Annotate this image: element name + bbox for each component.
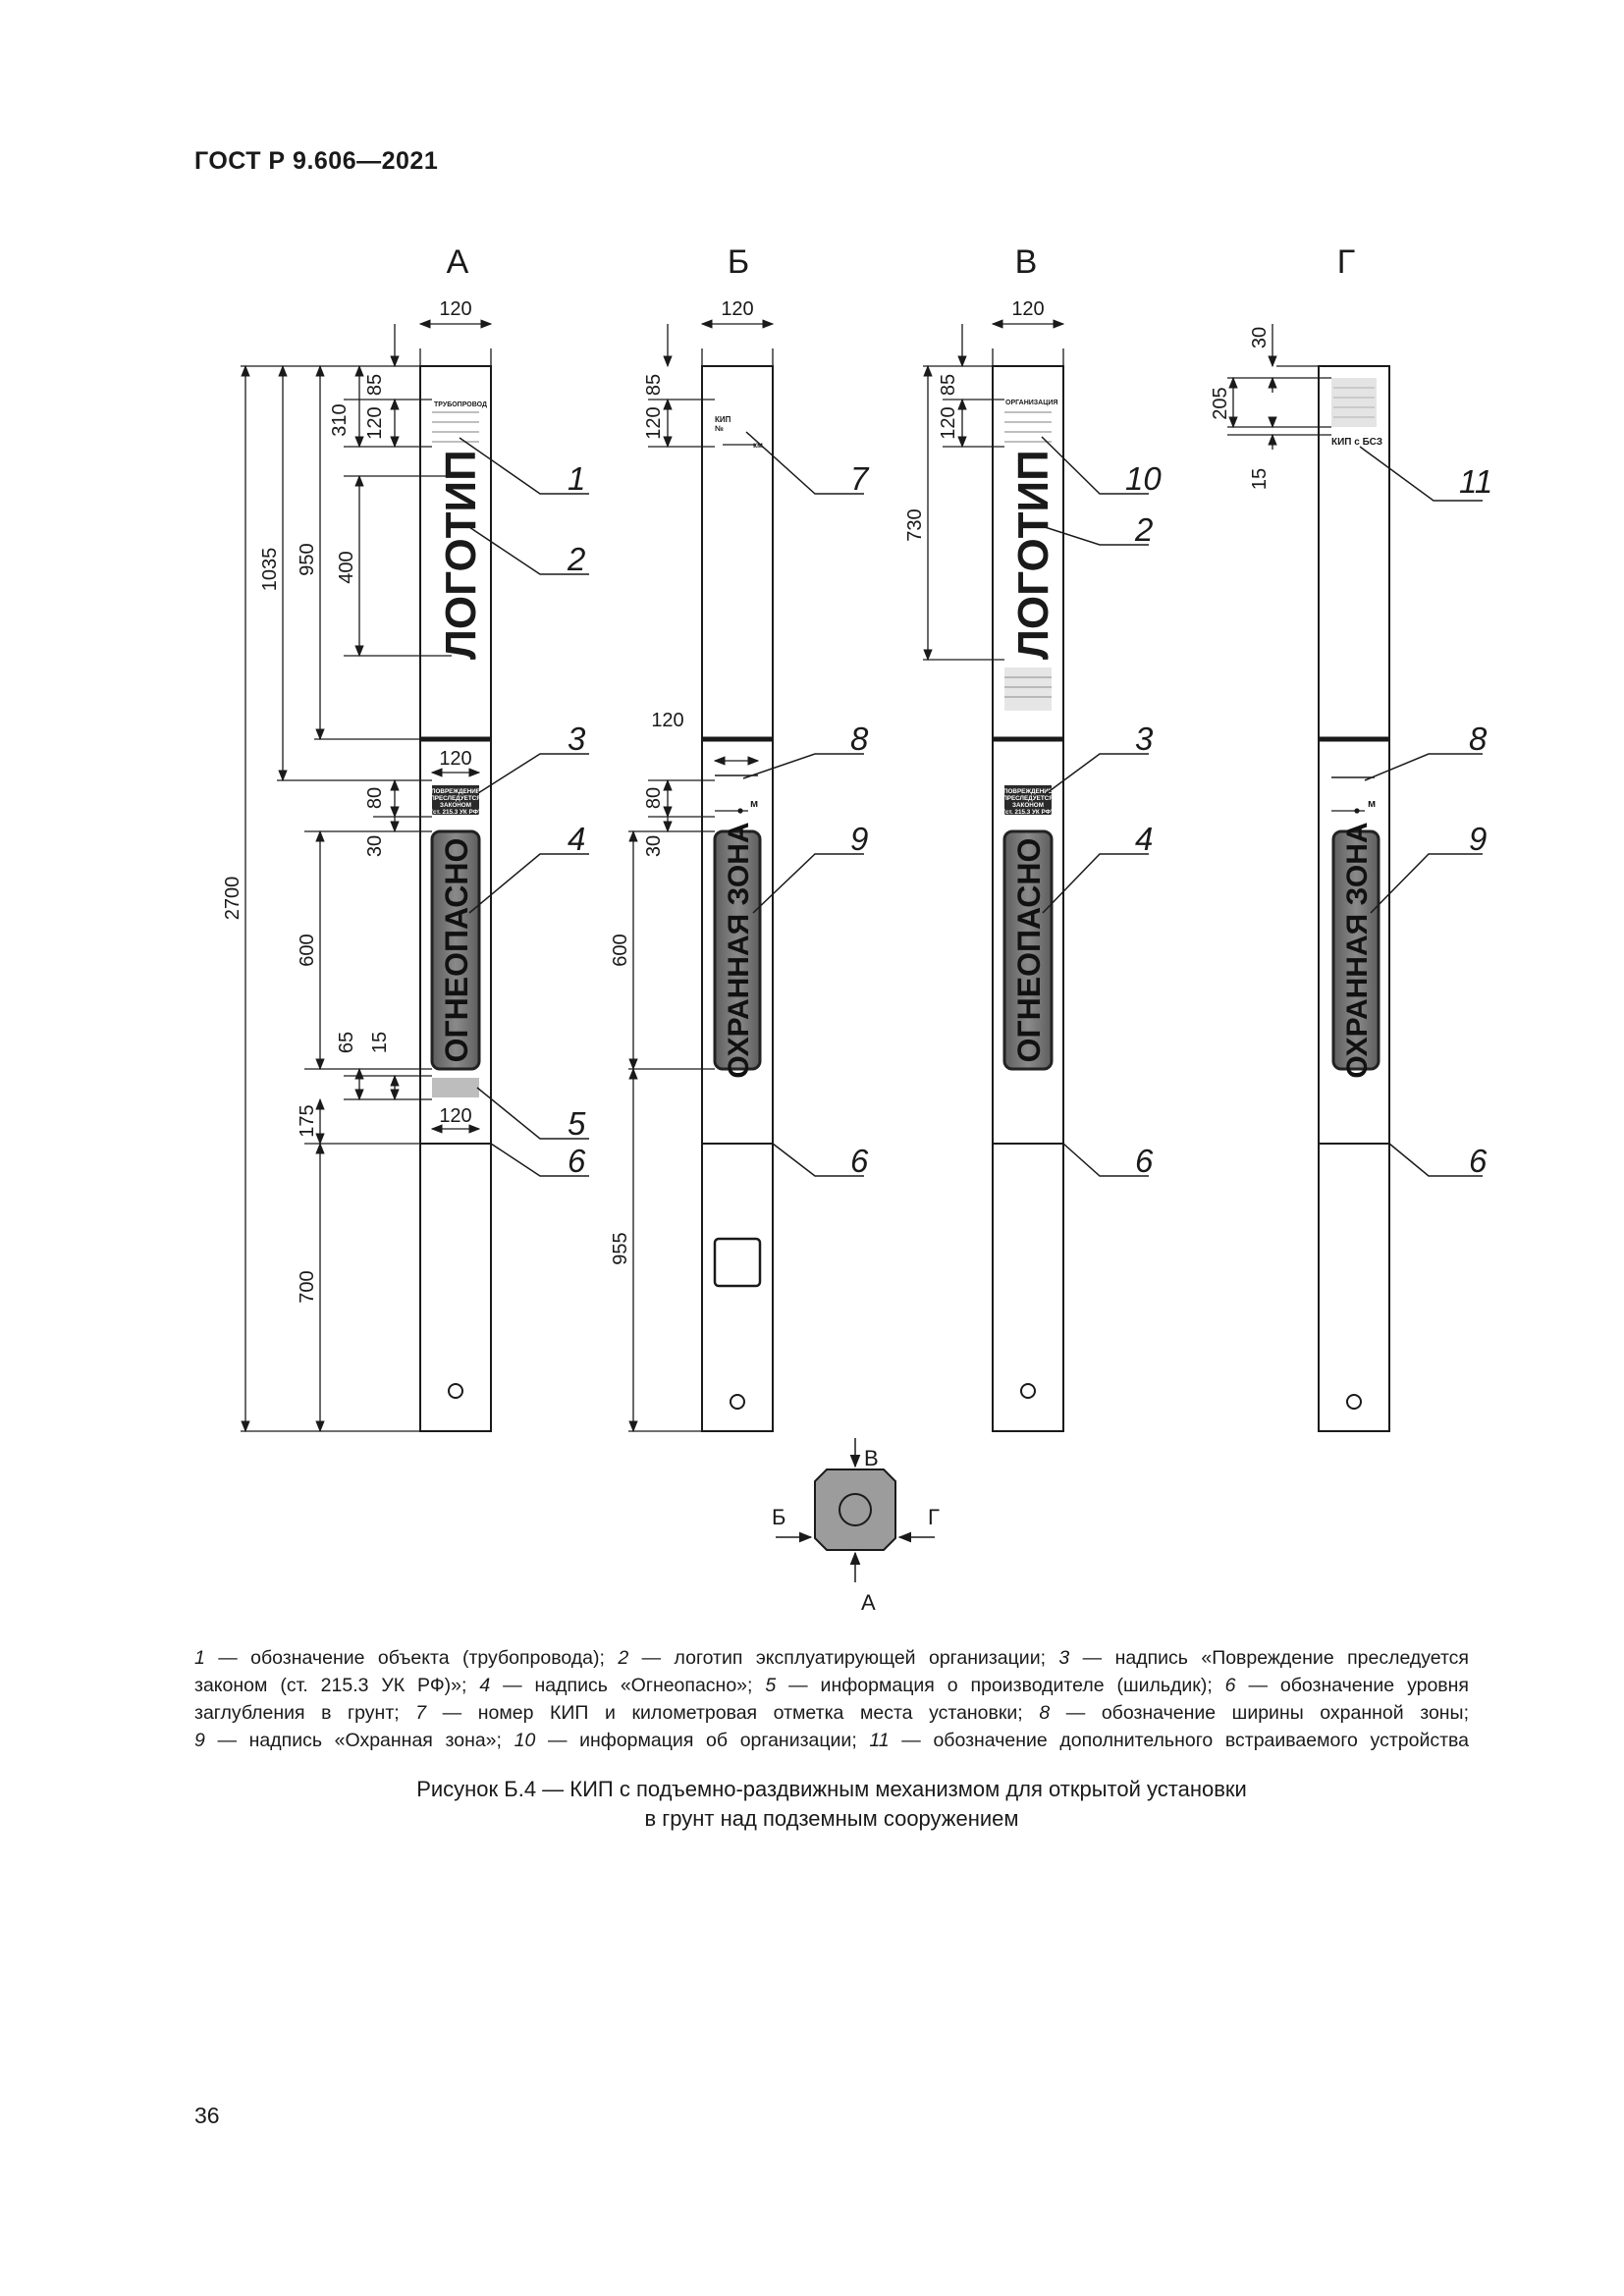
zone-label-g: ОХРАННАЯ ЗОНА — [1341, 822, 1374, 1078]
kip-bsz-label: КИП с БСЗ — [1331, 437, 1382, 448]
dim-a-600: 600 — [297, 934, 318, 966]
dim-a-plate-width: 120 — [439, 748, 471, 770]
svg-text:ПРЕСЛЕДУЕТСЯ: ПРЕСЛЕДУЕТСЯ — [430, 795, 481, 802]
callout-a-2: 2 — [567, 541, 585, 577]
svg-text:ЗАКОНОМ: ЗАКОНОМ — [1012, 802, 1044, 809]
view-label-v: В — [1015, 243, 1038, 281]
damage-plate-a: ПОВРЕЖДЕНИЕ ПРЕСЛЕДУЕТСЯ ЗАКОНОМ (ст. 21… — [430, 788, 481, 816]
danger-label-v: ОГНЕОПАСНО — [1011, 838, 1047, 1063]
dim-v-730: 730 — [904, 508, 926, 541]
logo-label-a: ЛОГОТИП — [437, 450, 485, 660]
organization-label: ОРГАНИЗАЦИЯ — [1005, 400, 1057, 406]
view-label-a: А — [447, 243, 469, 281]
callout-b-6: 6 — [850, 1143, 869, 1179]
callout-g-9: 9 — [1469, 821, 1487, 857]
zone-label-b: ОХРАННАЯ ЗОНА — [723, 822, 755, 1078]
dim-a-15: 15 — [369, 1032, 391, 1053]
callout-v-4: 4 — [1135, 821, 1153, 857]
figure-legend: 1 — обозначение объекта (трубопровода); … — [194, 1647, 1470, 1751]
caption-line-1: Рисунок Б.4 — КИП с подъемно-раздвижным … — [416, 1777, 1247, 1801]
dim-b-top-width: 120 — [721, 298, 753, 320]
callout-g-11: 11 — [1459, 463, 1492, 500]
damage-plate-v: ПОВРЕЖДЕНИЕ ПРЕСЛЕДУЕТСЯ ЗАКОНОМ (ст. 21… — [1002, 788, 1054, 816]
callout-v-6: 6 — [1135, 1143, 1154, 1179]
page-number: 36 — [194, 2103, 220, 2128]
pipeline-label: ТРУБОПРОВОД — [434, 401, 487, 408]
dim-v-85: 85 — [938, 374, 959, 396]
dim-a-310: 310 — [329, 403, 351, 436]
dim-b-zone-width: 120 — [651, 710, 683, 731]
kip-label: КИП — [715, 415, 731, 424]
direction-label-west: Б — [772, 1505, 785, 1529]
svg-text:ПОВРЕЖДЕНИЕ: ПОВРЕЖДЕНИЕ — [431, 788, 480, 795]
dim-b-600: 600 — [610, 934, 631, 966]
view-label-b: Б — [728, 243, 749, 281]
post-v — [992, 365, 1064, 1432]
dim-b-120: 120 — [643, 406, 665, 439]
svg-text:ПОВРЕЖДЕНИЕ: ПОВРЕЖДЕНИЕ — [1003, 788, 1053, 795]
callout-b-7: 7 — [850, 460, 870, 497]
top-view-diagram: В Б Г А — [772, 1438, 940, 1615]
direction-label-east: Г — [928, 1505, 940, 1529]
dim-v-top-width: 120 — [1011, 298, 1044, 320]
svg-text:(ст. 215.3 УК РФ): (ст. 215.3 УК РФ) — [1003, 809, 1053, 816]
dim-a-30: 30 — [364, 835, 386, 857]
dim-b-955: 955 — [610, 1232, 631, 1264]
direction-label-south: А — [861, 1590, 876, 1615]
kip-number-label: № — [715, 424, 724, 433]
dim-a-85: 85 — [364, 374, 386, 396]
dim-a-950: 950 — [297, 543, 318, 575]
meter-label-b: м — [750, 798, 758, 810]
km-label: км — [753, 441, 763, 450]
technical-drawing: А Б В Г — [222, 243, 1492, 1615]
dim-a-120: 120 — [364, 406, 386, 439]
dim-a-175: 175 — [297, 1104, 318, 1137]
dim-a-label-width: 120 — [439, 1105, 471, 1127]
post-a — [419, 365, 492, 1432]
callout-a-4: 4 — [568, 821, 585, 857]
dim-b-85: 85 — [643, 374, 665, 396]
dim-a-700: 700 — [297, 1270, 318, 1303]
callout-a-6: 6 — [568, 1143, 586, 1179]
callout-v-2: 2 — [1134, 511, 1153, 548]
callout-b-9: 9 — [850, 821, 868, 857]
dim-g-15: 15 — [1249, 468, 1271, 490]
callout-g-8: 8 — [1469, 721, 1488, 757]
svg-text:ПРЕСЛЕДУЕТСЯ: ПРЕСЛЕДУЕТСЯ — [1002, 795, 1054, 802]
document-header: ГОСТ Р 9.606—2021 — [194, 147, 439, 175]
dim-b-80: 80 — [643, 787, 665, 809]
post-b — [701, 365, 774, 1432]
dim-v-120: 120 — [938, 406, 959, 439]
direction-label-north: В — [864, 1446, 879, 1470]
callout-b-8: 8 — [850, 721, 869, 757]
figure-caption: Рисунок Б.4 — КИП с подъемно-раздвижным … — [194, 1775, 1469, 1834]
logo-label-v: ЛОГОТИП — [1009, 450, 1057, 660]
callout-g-6: 6 — [1469, 1143, 1488, 1179]
danger-label-a: ОГНЕОПАСНО — [439, 838, 474, 1063]
dim-a-1035: 1035 — [259, 548, 281, 592]
dim-a-2700: 2700 — [222, 877, 244, 921]
callout-a-5: 5 — [568, 1105, 586, 1142]
dim-b-30: 30 — [643, 835, 665, 857]
callout-a-3: 3 — [568, 721, 586, 757]
dim-g-205: 205 — [1210, 387, 1231, 419]
svg-text:(ст. 215.3 УК РФ): (ст. 215.3 УК РФ) — [431, 809, 480, 816]
callout-v-10: 10 — [1125, 460, 1162, 497]
callout-a-1: 1 — [568, 460, 585, 497]
dim-a-80: 80 — [364, 787, 386, 809]
dim-g-30: 30 — [1249, 327, 1271, 348]
meter-label-g: м — [1368, 798, 1376, 810]
callout-v-3: 3 — [1135, 721, 1154, 757]
dim-a-top-width: 120 — [439, 298, 471, 320]
svg-text:ЗАКОНОМ: ЗАКОНОМ — [440, 802, 471, 809]
dim-a-65: 65 — [336, 1032, 357, 1053]
post-g — [1318, 365, 1390, 1432]
dim-a-400: 400 — [336, 551, 357, 583]
caption-line-2: в грунт над подземным сооружением — [644, 1806, 1019, 1831]
view-label-g: Г — [1337, 243, 1355, 281]
